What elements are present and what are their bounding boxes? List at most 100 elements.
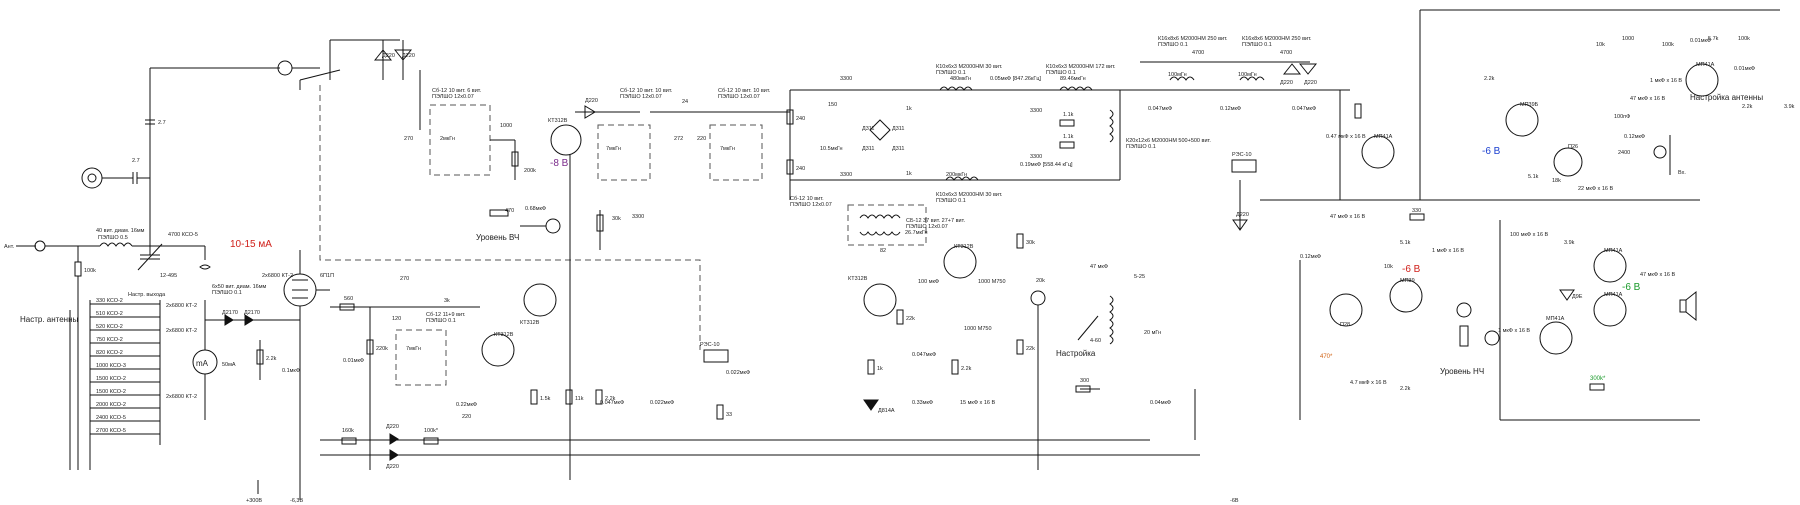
af-out-connector-icon [1484, 330, 1500, 346]
label-vm8: -8 В [550, 158, 569, 169]
label-c1m16: 1 мкФ х 16 В [1650, 78, 1682, 84]
label-c001m: 0.01мкФ [1690, 38, 1711, 44]
label-c0047b: 0.047мкФ [600, 400, 624, 406]
label-r470star: 470* [1320, 354, 1333, 360]
label-c4700b: 4700 [1192, 50, 1204, 56]
label-c100p: 100пФ [1614, 114, 1630, 120]
label-r22k-lamp: 2.2k [266, 356, 277, 362]
label-r22kz: 2.2k [1400, 386, 1411, 392]
label-c2400: 2400 [1618, 150, 1630, 156]
transistor-kt312b-2-icon [863, 283, 897, 317]
label-c3300d: 3300 [1030, 108, 1042, 114]
cap-item-9: 2400 КСО-5 [96, 415, 126, 421]
label-c4700c: 4700 [1280, 50, 1292, 56]
label-d311d: Д311 [892, 146, 905, 152]
label-mp41a3: МП41А [1604, 248, 1623, 254]
label-r160k: 160k [342, 428, 354, 434]
label-c12-495: 12-495 [160, 273, 177, 279]
diode-bridge-icon [869, 119, 891, 141]
label-plus300: +300В [246, 498, 262, 504]
label-r22k3: 2.2k [605, 396, 616, 402]
label-c272: 272 [674, 136, 683, 142]
label-k6b: ПЭЛШО 0.1 [1126, 144, 1156, 150]
label-k4: К16х8х6 М2000НМ 250 вит. [1158, 36, 1228, 42]
label-vm6b: -6 В [1402, 264, 1421, 275]
label-c001: 0.01мкФ [343, 358, 364, 364]
antenna-input-section: Ант. 40 вит. диам. 16мм ПЭЛШО 0.5 4700 К… [4, 39, 701, 504]
coil-l1-icon [99, 242, 133, 247]
label-kt312b5: КТ312В [520, 320, 540, 326]
label-c15mk: 15 мкФ х 16 В [960, 400, 995, 406]
label-c1m16c: 1 мкФ х 16 В [1498, 328, 1530, 334]
label-kt312b: КТ312В [548, 118, 568, 124]
label-c22m16: 22 мкФ х 16 В [1578, 186, 1613, 192]
label-c1000m2: 1000 М750 [964, 326, 992, 332]
cap-item-8: 2000 КСО-2 [96, 402, 126, 408]
filter-5-box [847, 204, 927, 246]
label-d2170a: Д2170 [222, 310, 238, 316]
inductor-100a-icon [1169, 76, 1195, 81]
cap-item-6: 1500 КСО-2 [96, 376, 126, 382]
label-c82: 82 [880, 248, 886, 254]
label-filt1b: ПЭЛШО 12х0.07 [432, 94, 474, 100]
label-filt1: Сб-12 10 вит. 6 вит. [432, 88, 482, 94]
label-c3300c: 3300 [840, 172, 852, 178]
label-filt4: Сб-12 10 вит. [790, 196, 824, 202]
label-c012: 0.12мкФ [1624, 134, 1645, 140]
label-r22ka: 22k [906, 316, 915, 322]
label-r1k: 1k [877, 366, 883, 372]
antenna-top-connector-icon [81, 167, 103, 189]
label-r470: 470 [505, 208, 514, 214]
label-c24: 24 [682, 99, 688, 105]
label-k5: К16х8х6 М2000НМ 250 вит. [1242, 36, 1312, 42]
label-filt2: Сб-12 10 вит. 10 вит. [620, 88, 673, 94]
capacitor-switch-bank: 330 КСО-2 510 КСО-2 520 КСО-2 750 КСО-2 … [69, 298, 161, 470]
label-mp41a4: МП41А [1604, 292, 1623, 298]
label-r30k: 30k [612, 216, 621, 222]
label-mp39b: МП39 [1400, 278, 1415, 284]
label-r330: 330 [1412, 208, 1421, 214]
label-ind7mkh-2: 7мкГн [720, 146, 735, 152]
label-c0022b: 0.22мкФ [456, 402, 477, 408]
label-c01: 0.1мкФ [282, 368, 300, 374]
label-r240a: 240 [796, 116, 805, 122]
cap-item-5: 1000 КСО-3 [96, 363, 126, 369]
filter-1-box [429, 104, 491, 176]
label-coil1: 40 вит. диам. 16мм [96, 228, 145, 234]
label-d814a: Д814А [878, 408, 895, 414]
transformer-k6-icon [1109, 109, 1114, 143]
label-k3: К10х6х3 М2000НМ 30 вит. [936, 192, 1003, 198]
label-r5k: 5.1k [1528, 174, 1539, 180]
label-r3k: 3k [444, 298, 450, 304]
label-r39k: 3.9k [1784, 104, 1795, 110]
label-d220b: Д220 [402, 53, 415, 59]
label-c4700: 4700 КСО-5 [168, 232, 198, 238]
label-r200k: 200k [524, 168, 536, 174]
label-kt312b4: КТ312В [494, 332, 514, 338]
filter-detector-section: 3300 150 240 240 3300 10.5мкГн Сб-12 10 … [786, 36, 1318, 231]
label-r300: 300 [1080, 378, 1089, 384]
label-r22kx: 2.2k [1484, 76, 1495, 82]
label-r100k3: 100k [1662, 42, 1674, 48]
transistor-mp41a-2-icon [1685, 63, 1719, 97]
label-d220f: Д220 [1236, 212, 1249, 218]
label-mp41a2: МП41А [1696, 62, 1715, 68]
label-r300star: 300k* [1590, 376, 1606, 382]
label-c3300e: 3300 [1030, 154, 1042, 160]
label-k6: К20х12х6 М2000НМ 500+500 вит. [1126, 138, 1211, 144]
antenna-connector-icon [34, 240, 46, 252]
label-c47m16: 4.7 мкФ х 16 В [1350, 380, 1387, 386]
transistor-kt312b-4-icon [481, 333, 515, 367]
label-c2x6800b: 2х6800 КТ-2 [166, 303, 197, 309]
label-ma: mA [196, 359, 209, 368]
label-r22kc: 2.2k [961, 366, 972, 372]
label-k2b: ПЭЛШО 0.1 [1046, 70, 1076, 76]
label-nastr-anteny: Настр. антенны [20, 315, 79, 324]
label-c3300a: 3300 [632, 214, 644, 220]
label-c05: 0.05мкФ [847.26кГц] [990, 76, 1041, 82]
label-d220g: Д220 [386, 424, 399, 430]
vfo-inductor-icon [1109, 295, 1114, 345]
label-r18k: 18k [1552, 178, 1561, 184]
label-r33: 33 [726, 412, 732, 418]
cap-item-7: 1500 КСО-2 [96, 389, 126, 395]
